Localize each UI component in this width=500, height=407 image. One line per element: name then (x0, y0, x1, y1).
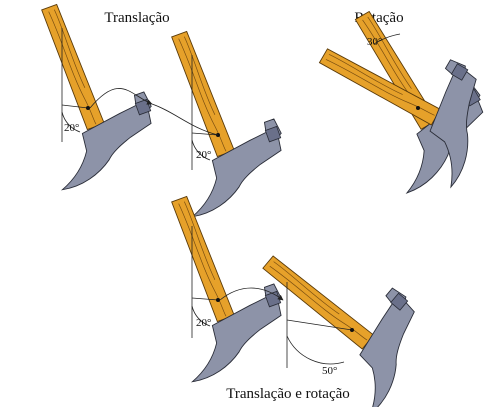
center-of-mass-dot (86, 106, 90, 110)
translation-panel: 20° 20° (1, 0, 299, 219)
angle-arc (286, 335, 345, 365)
angle-arc (191, 305, 211, 327)
angle-label: 50° (322, 365, 337, 377)
angle-arc (61, 111, 81, 133)
angle-label: 30° (367, 36, 382, 48)
angle-reference-line (61, 104, 89, 109)
title-translation-rotation: Translação e rotação (226, 386, 350, 402)
center-of-mass-dot (416, 106, 420, 110)
hammer-icon (131, 12, 299, 219)
center-of-mass-dot (350, 328, 354, 332)
path-arrow (219, 287, 284, 301)
angle-arc (191, 139, 211, 161)
hammer-icon (1, 0, 169, 192)
path-arrow (89, 88, 153, 109)
angle-reference-line (191, 132, 219, 136)
angle-reference-line (286, 319, 353, 331)
path-curve (151, 103, 219, 136)
translation-rotation-panel: 20° 50° (131, 177, 445, 407)
angle-label: 20° (64, 122, 79, 134)
hammer-icon (298, 1, 500, 189)
angle-label: 20° (196, 317, 211, 329)
angle-reference-line (191, 297, 219, 301)
angle-arc (373, 33, 401, 45)
center-of-mass-dot (216, 298, 220, 302)
title-translation: Translação (104, 10, 169, 26)
angle-label: 20° (196, 149, 211, 161)
rotation-panel: 30° (298, 0, 500, 195)
